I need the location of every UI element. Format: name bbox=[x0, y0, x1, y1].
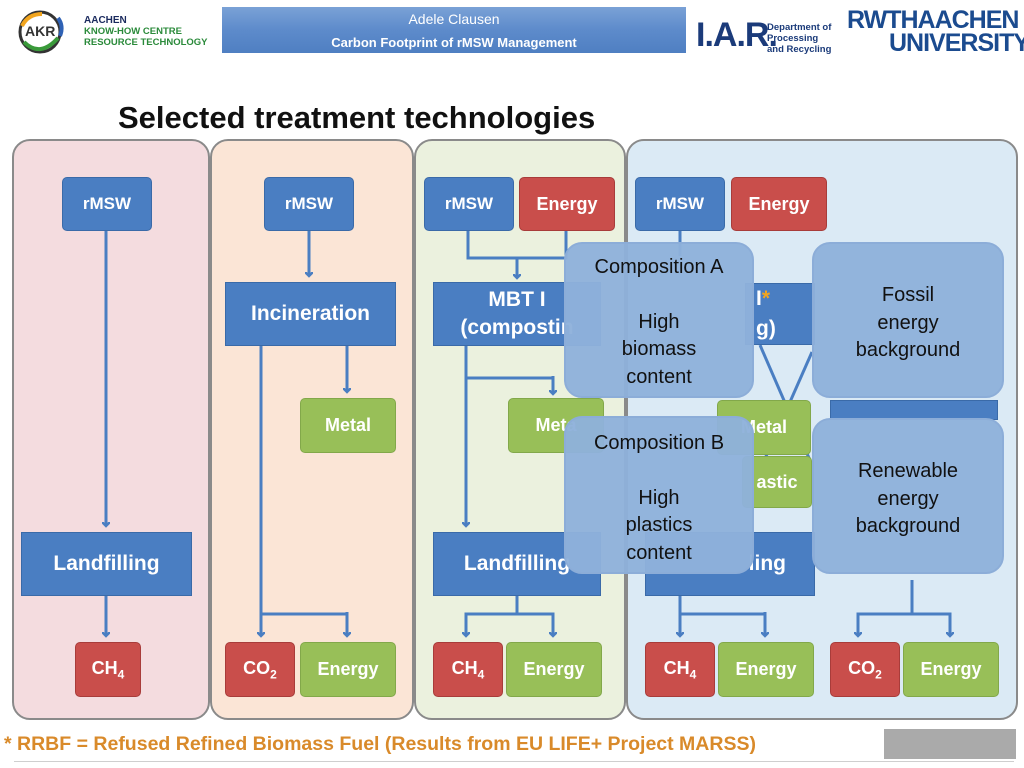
fossil-line3: background bbox=[855, 339, 961, 361]
incineration-output-energy: Energy bbox=[300, 642, 396, 697]
landfill-input-rmsw: rMSW bbox=[62, 177, 152, 231]
rrbf-input-rmsw: rMSW bbox=[635, 177, 725, 231]
akr-logo-line3: RESOURCE TECHNOLOGY bbox=[84, 37, 208, 48]
mbt1-input-energy: Energy bbox=[519, 177, 615, 231]
rrbf-output-energy-2: Energy bbox=[903, 642, 999, 697]
iar-logo: I.A.R. bbox=[696, 16, 778, 54]
rrbf-output-energy: Energy bbox=[718, 642, 814, 697]
header-bar bbox=[222, 7, 686, 53]
mbt1-output-energy: Energy bbox=[506, 642, 602, 697]
rrbf-process-star: * bbox=[761, 287, 771, 310]
composition-b-title: Composition B bbox=[593, 432, 725, 454]
renewable-line1: Renewable bbox=[857, 460, 959, 482]
mbt1-input-rmsw: rMSW bbox=[424, 177, 514, 231]
composition-a-box: Composition A High biomass content bbox=[564, 242, 754, 398]
renewable-line2: energy bbox=[877, 487, 939, 510]
header-subtitle: Carbon Footprint of rMSW Management bbox=[331, 35, 577, 50]
landfill-column bbox=[12, 139, 210, 720]
footnote: * RRBF = Refused Refined Biomass Fuel (R… bbox=[4, 733, 756, 755]
rrbf-output-ch4: CH4 bbox=[645, 642, 715, 697]
incineration-process: Incineration bbox=[225, 282, 396, 346]
rrbf-process-fragment-2: g) bbox=[756, 317, 776, 340]
composition-b-line3: content bbox=[626, 541, 692, 564]
fossil-line1: Fossil bbox=[881, 284, 935, 306]
composition-b-line1: High bbox=[638, 486, 680, 509]
rrbf-process: I* g) bbox=[745, 283, 815, 345]
composition-b-line2: plastics bbox=[625, 514, 693, 536]
rwth-logo-line1: RWTHAACHEN bbox=[847, 6, 1019, 34]
rwth-logo-line2: UNIVERSITY bbox=[889, 29, 1024, 57]
incineration-output-co2: CO2 bbox=[225, 642, 295, 697]
slide-title: Selected treatment technologies bbox=[118, 100, 596, 135]
composition-a-line1: High bbox=[638, 310, 680, 333]
akr-logo-line2: KNOW-HOW CENTRE bbox=[84, 26, 182, 37]
renewable-line3: background bbox=[855, 515, 961, 537]
renewable-background-box: Renewable energy background bbox=[812, 418, 1004, 574]
akr-logo-mark bbox=[18, 10, 64, 54]
fossil-background-box: Fossil energy background bbox=[812, 242, 1004, 398]
mbt1-output-ch4: CH4 bbox=[433, 642, 503, 697]
akr-logo-letters: AKR bbox=[25, 23, 56, 39]
composition-b-box: Composition B High plastics content bbox=[564, 416, 754, 574]
rrbf-energy-recovery bbox=[830, 400, 998, 420]
fossil-line2: energy bbox=[877, 311, 939, 334]
incineration-input-rmsw: rMSW bbox=[264, 177, 354, 231]
akr-logo: AKR AACHEN KNOW-HOW CENTRE RESOURCE TECH… bbox=[14, 8, 214, 56]
composition-a-line3: content bbox=[626, 365, 692, 388]
header-author: Adele Clausen bbox=[408, 11, 500, 27]
landfill-output-ch4: CH4 bbox=[75, 642, 141, 697]
rrbf-process-fragment: I bbox=[756, 287, 762, 310]
mbt1-landfilling: Landfilling bbox=[433, 532, 601, 596]
composition-a-line2: biomass bbox=[621, 338, 697, 360]
footnote-grey-box bbox=[884, 729, 1016, 759]
mbt1-process-line1: MBT I bbox=[488, 288, 546, 311]
footer-divider bbox=[14, 761, 1014, 762]
composition-a-title: Composition A bbox=[594, 256, 724, 278]
akr-logo-line1: AACHEN bbox=[84, 15, 127, 26]
rrbf-output-co2: CO2 bbox=[830, 642, 900, 697]
landfill-process: Landfilling bbox=[21, 532, 192, 596]
incineration-metal: Metal bbox=[300, 398, 396, 453]
rrbf-input-energy: Energy bbox=[731, 177, 827, 231]
mbt1-process-line2: (compostin bbox=[460, 316, 574, 339]
iar-department: Department of Processing and Recycling bbox=[767, 22, 832, 55]
